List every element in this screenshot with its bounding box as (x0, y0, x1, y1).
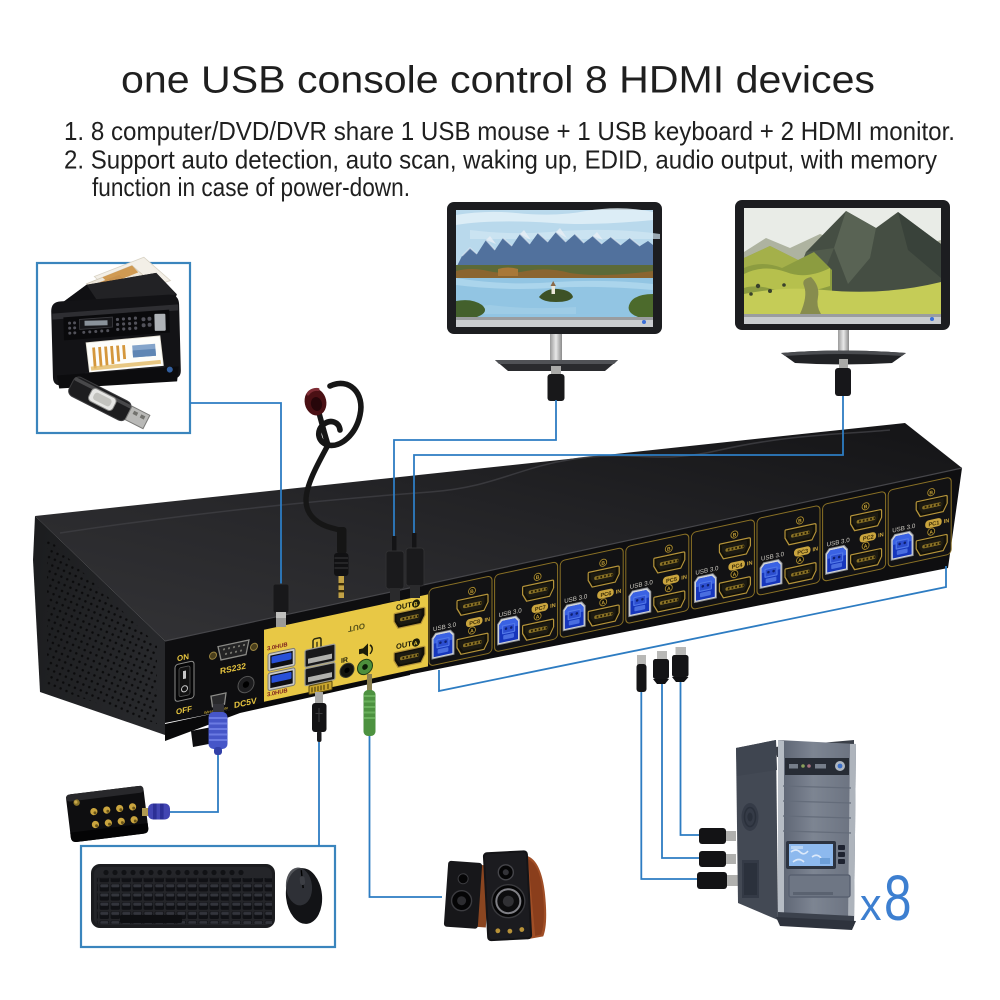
svg-text:1. 8 computer/DVD/DVR share 1: 1. 8 computer/DVD/DVR share 1 USB mouse … (64, 116, 955, 146)
svg-text:OUT: OUT (396, 639, 412, 651)
svg-text:A: A (733, 572, 737, 579)
svg-text:IN: IN (616, 589, 622, 596)
svg-text:B: B (733, 532, 737, 539)
svg-text:B: B (864, 504, 868, 511)
svg-text:A: A (667, 586, 671, 593)
svg-text:OFF: OFF (176, 704, 192, 716)
svg-text:PC8: PC8 (469, 619, 480, 627)
svg-text:x: x (860, 879, 882, 930)
svg-text:OUT: OUT (348, 621, 365, 634)
svg-text:3.0HUB: 3.0HUB (267, 642, 288, 652)
svg-text:A: A (536, 614, 540, 621)
svg-text:IN: IN (813, 546, 819, 553)
svg-text:A: A (864, 543, 868, 550)
svg-text:B: B (929, 490, 933, 497)
svg-text:B: B (798, 518, 802, 525)
svg-text:IN: IN (747, 560, 753, 567)
svg-text:IN: IN (484, 617, 490, 624)
svg-text:A: A (798, 557, 802, 564)
svg-text:A: A (601, 600, 605, 607)
svg-text:one USB console control 8 HDMI: one USB console control 8 HDMI devices (121, 60, 875, 102)
svg-text:8: 8 (884, 862, 912, 934)
svg-text:PC5: PC5 (666, 577, 677, 585)
svg-text:A: A (470, 628, 474, 635)
svg-text:OUT: OUT (396, 600, 412, 612)
svg-text:IN: IN (550, 603, 556, 610)
svg-text:PC7: PC7 (535, 605, 546, 613)
svg-text:DC5V: DC5V (234, 695, 257, 710)
svg-text:PC3: PC3 (797, 548, 808, 556)
svg-text:ON: ON (177, 652, 189, 664)
svg-text:B: B (414, 602, 418, 609)
svg-text:3.0HUB: 3.0HUB (267, 688, 288, 698)
svg-text:IR: IR (341, 656, 348, 665)
svg-text:PC1: PC1 (928, 520, 939, 528)
svg-text:B: B (667, 546, 671, 553)
svg-text:PC2: PC2 (863, 534, 874, 542)
svg-text:IN: IN (681, 575, 687, 582)
svg-text:B: B (601, 560, 605, 567)
svg-text:A: A (929, 529, 933, 536)
svg-text:2. Support auto detection, aut: 2. Support auto detection, auto scan, wa… (64, 145, 937, 175)
svg-text:IN: IN (878, 532, 884, 539)
svg-text:IN: IN (944, 518, 950, 525)
svg-text:function in case of power-down: function in case of power-down. (92, 172, 410, 202)
svg-text:A: A (414, 641, 418, 648)
svg-text:PC6: PC6 (600, 591, 611, 599)
svg-text:B: B (536, 574, 540, 581)
svg-text:PC4: PC4 (732, 562, 744, 570)
svg-text:B: B (470, 589, 474, 596)
